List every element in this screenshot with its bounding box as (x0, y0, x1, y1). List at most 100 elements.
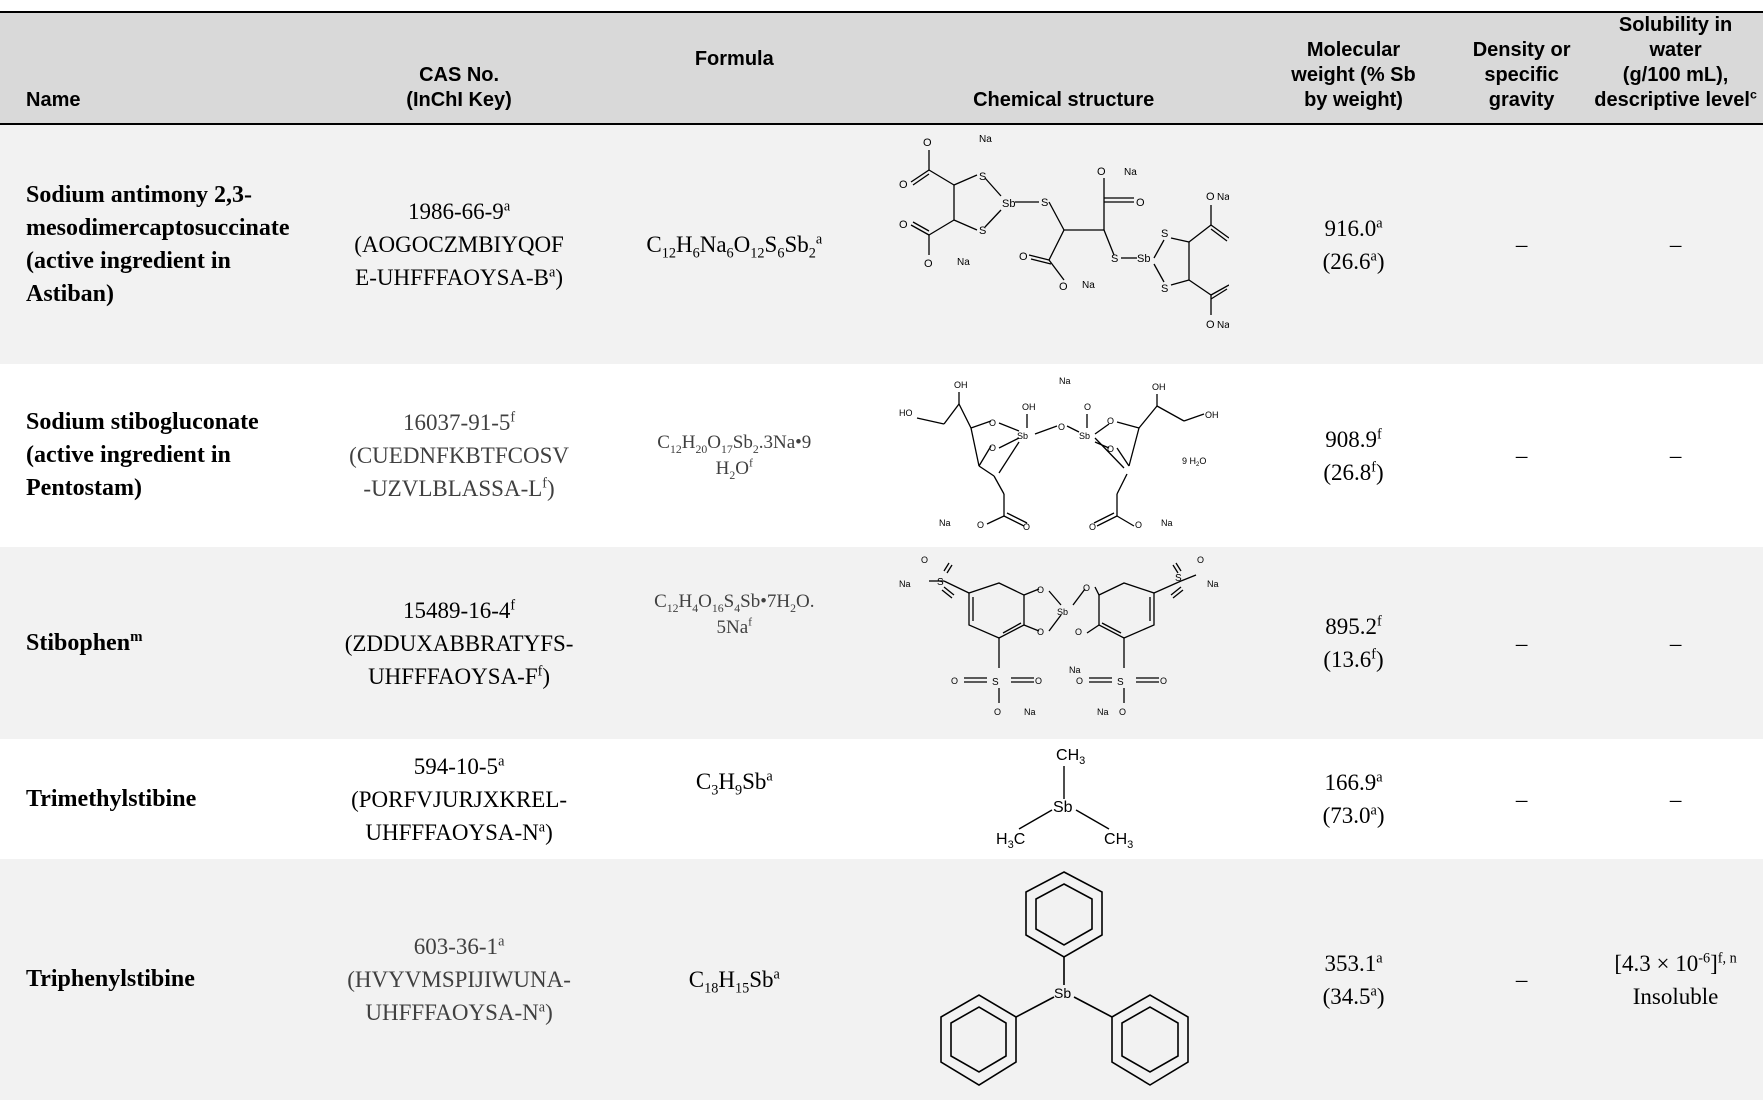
compound-name: Sodium stibogluconate(active ingredient … (26, 409, 259, 501)
svg-text:OH: OH (1205, 410, 1219, 420)
svg-text:Na: Na (899, 579, 911, 589)
molecular-weight: 353.1a(34.5a) (1322, 949, 1385, 1009)
triphenylstibine-structure-image: Sb (939, 871, 1189, 1086)
density: – (1515, 232, 1528, 257)
svg-text:O: O (899, 179, 908, 191)
svg-text:Na: Na (1082, 280, 1095, 291)
svg-text:O: O (1037, 627, 1044, 637)
density: – (1515, 967, 1528, 992)
svg-text:O: O (1089, 522, 1096, 532)
molecular-weight: 895.2f(13.6f) (1323, 613, 1384, 672)
table-row: Stibophenm 15489-16-4f(ZDDUXABBRATYFS-UH… (0, 547, 1763, 739)
svg-text:O: O (1160, 676, 1167, 686)
trimethylstibine-structure-image: CH3 Sb H3C CH3 (996, 747, 1133, 851)
svg-text:S: S (1161, 283, 1168, 295)
solubility: – (1669, 786, 1682, 812)
svg-text:CH3: CH3 (1104, 831, 1133, 851)
svg-text:Sb: Sb (1002, 198, 1015, 210)
svg-text:Sb: Sb (1017, 431, 1028, 441)
header-solubility: Solubility in water(g/100 mL),descriptiv… (1594, 14, 1757, 111)
svg-text:O: O (1023, 522, 1030, 532)
compound-name: Triphenylstibine (26, 966, 195, 992)
solubility: – (1669, 443, 1682, 468)
svg-text:Na: Na (1207, 579, 1219, 589)
svg-text:O: O (977, 520, 984, 530)
svg-text:OH: OH (1022, 402, 1036, 412)
cas-inchi: 15489-16-4f(ZDDUXABBRATYFS-UHFFFAOYSA-Ff… (344, 596, 574, 689)
header-name: Name (26, 89, 81, 111)
header-structure: Chemical structure (973, 89, 1155, 111)
svg-text:H3C: H3C (996, 831, 1025, 851)
molecular-weight: 166.9a(73.0a) (1322, 769, 1385, 828)
svg-text:Sb: Sb (1053, 799, 1073, 816)
stibogluconate-structure-image: HO OH O O Sb OH Na O Sb O O O OH OH 9 H2… (899, 376, 1219, 532)
svg-text:S: S (979, 225, 986, 237)
svg-text:Na: Na (979, 134, 992, 145)
cas-inchi: 594‑10‑5a(PORFVJURJXKREL‑UHFFFAOYSA‑Na) (351, 752, 568, 845)
formula: C3H9Sba (695, 768, 773, 799)
svg-text:Na: Na (1217, 320, 1229, 331)
svg-text:HO: HO (899, 408, 913, 418)
compound-name: Stibophenm (26, 628, 143, 656)
svg-text:9 H2O: 9 H2O (1182, 456, 1206, 468)
svg-text:O: O (1059, 281, 1068, 293)
svg-text:O: O (994, 707, 1001, 717)
density: – (1515, 630, 1528, 656)
svg-text:O: O (1197, 555, 1204, 565)
svg-text:OH: OH (954, 380, 968, 390)
density: – (1515, 443, 1528, 468)
density: – (1515, 786, 1528, 812)
svg-text:OH: OH (1152, 382, 1166, 392)
cas-inchi: 16037-91-5f(CUEDNFKBTFCOSV-UZVLBLASSA-Lf… (349, 409, 569, 501)
svg-text:O: O (1084, 402, 1091, 412)
table-row: Sodium antimony 2,3-mesodimercaptosuccin… (0, 124, 1763, 364)
svg-text:CH3: CH3 (1056, 747, 1085, 767)
compound-name: Trimethylstibine (26, 785, 197, 812)
svg-text:O: O (924, 258, 933, 270)
svg-text:Na: Na (1069, 665, 1081, 675)
svg-text:O: O (951, 676, 958, 686)
svg-text:S: S (1041, 197, 1048, 209)
svg-text:Na: Na (1097, 707, 1109, 717)
compound-name: Sodium antimony 2,3-mesodimercaptosuccin… (26, 181, 290, 307)
svg-text:O: O (1037, 585, 1044, 595)
table-row: Triphenylstibine 603‑36‑1a(HVYVMSPIJIWUN… (0, 859, 1763, 1100)
svg-text:O: O (1097, 166, 1106, 178)
svg-text:O: O (1107, 416, 1114, 426)
cas-inchi: 603‑36‑1a(HVYVMSPIJIWUNA-UHFFFAOYSA-Na) (347, 933, 571, 1025)
svg-text:Na: Na (957, 257, 970, 268)
svg-text:O: O (1035, 676, 1042, 686)
solubility: – (1669, 630, 1682, 656)
table-row: Trimethylstibine 594‑10‑5a(PORFVJURJXKRE… (0, 739, 1763, 859)
chemical-structure: CH3 Sb H3C CH3 (875, 739, 1252, 859)
formula: C12H4O16S4Sb•7H2O.5Naf (654, 591, 815, 638)
svg-text:Na: Na (1059, 376, 1071, 386)
svg-text:O: O (1135, 520, 1142, 530)
table-page: Name CAS No.(InChI Key) Formula Chemical… (0, 12, 1763, 1100)
svg-text:O: O (1019, 251, 1028, 263)
solubility: – (1669, 232, 1682, 257)
molecular-weight: 916.0a(26.6a) (1322, 214, 1385, 274)
svg-text:S: S (992, 677, 999, 688)
stibophen-structure-image: O Na S O O Sb O O S O Na O S O O Na Na (899, 555, 1219, 717)
antimony-compounds-table: Name CAS No.(InChI Key) Formula Chemical… (0, 11, 1763, 1100)
table-row: Sodium stibogluconate(active ingredient … (0, 364, 1763, 547)
svg-text:O: O (1206, 319, 1215, 331)
formula: C12H6Na6O12S6Sb2a (646, 231, 823, 262)
astiban-structure-image: O Na O S S Sb S O O Na O Na O O O Na S (899, 134, 1229, 331)
svg-text:O: O (1206, 191, 1215, 203)
svg-text:S: S (1161, 228, 1168, 240)
svg-text:O: O (1119, 707, 1126, 717)
svg-text:Sb: Sb (1137, 253, 1150, 265)
svg-text:S: S (1117, 677, 1124, 688)
svg-text:O: O (899, 219, 908, 231)
svg-text:O: O (1058, 422, 1065, 432)
svg-text:O: O (923, 137, 932, 149)
chemical-structure: O Na O S S Sb S O O Na O Na O O O Na S (875, 124, 1252, 364)
svg-text:S: S (937, 577, 944, 588)
svg-text:O: O (1107, 444, 1114, 454)
